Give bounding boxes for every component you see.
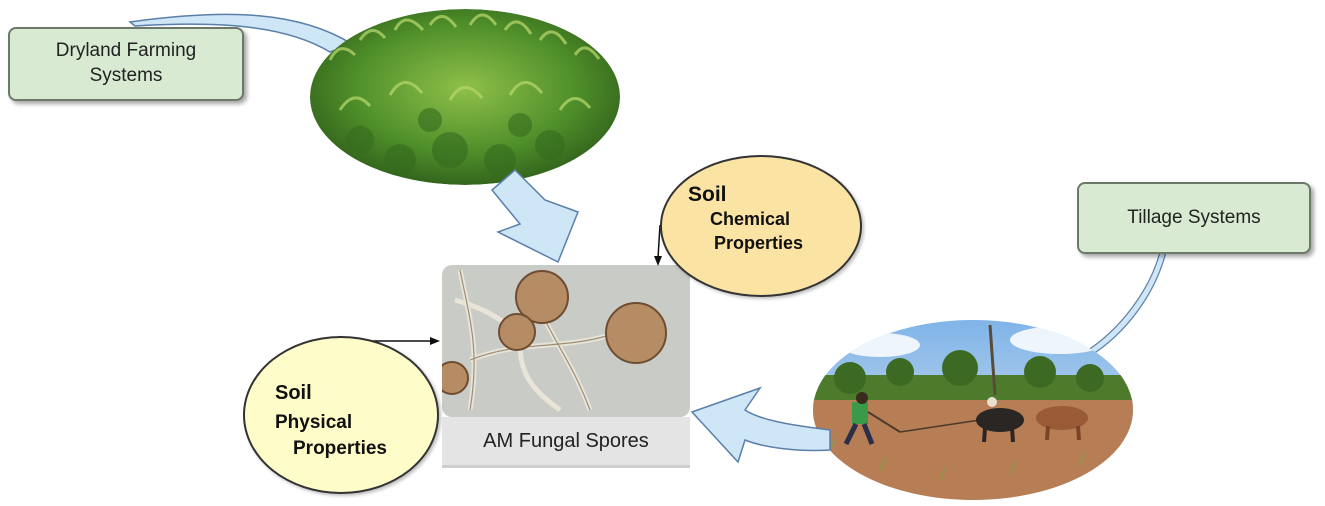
crop-field-photo [310,9,620,185]
dryland-farming-systems-box: Dryland Farming Systems [8,27,244,101]
chemical-connector-line [657,224,661,259]
soil-physical-properties-circle: Soil Physical Properties [243,336,439,494]
physical-line1: Soil [275,382,312,404]
tillage-to-spores-arrow [690,386,831,464]
fungal-spores-micrograph [442,265,690,417]
ox-plough-field-photo [813,320,1133,500]
tillage-systems-box: Tillage Systems [1077,182,1311,254]
chemical-line3: Properties [714,233,804,253]
tillage-connector [1083,251,1167,357]
physical-line3: Properties [293,438,387,459]
chemical-arrowhead [654,256,662,266]
dryland-to-spores-arrow [490,168,579,264]
chemical-line2: Chemical [710,209,791,229]
physical-line2: Physical [275,412,353,433]
dryland-label: Dryland Farming Systems [55,40,197,86]
chemical-line1: Soil [688,183,727,206]
spores-label: AM Fungal Spores [483,429,649,452]
soil-chemical-properties-circle: Soil Chemical Properties [660,155,862,297]
tillage-label: Tillage Systems [1127,206,1261,228]
physical-arrowhead [430,337,440,345]
am-fungal-spores-caption: AM Fungal Spores [442,417,690,468]
